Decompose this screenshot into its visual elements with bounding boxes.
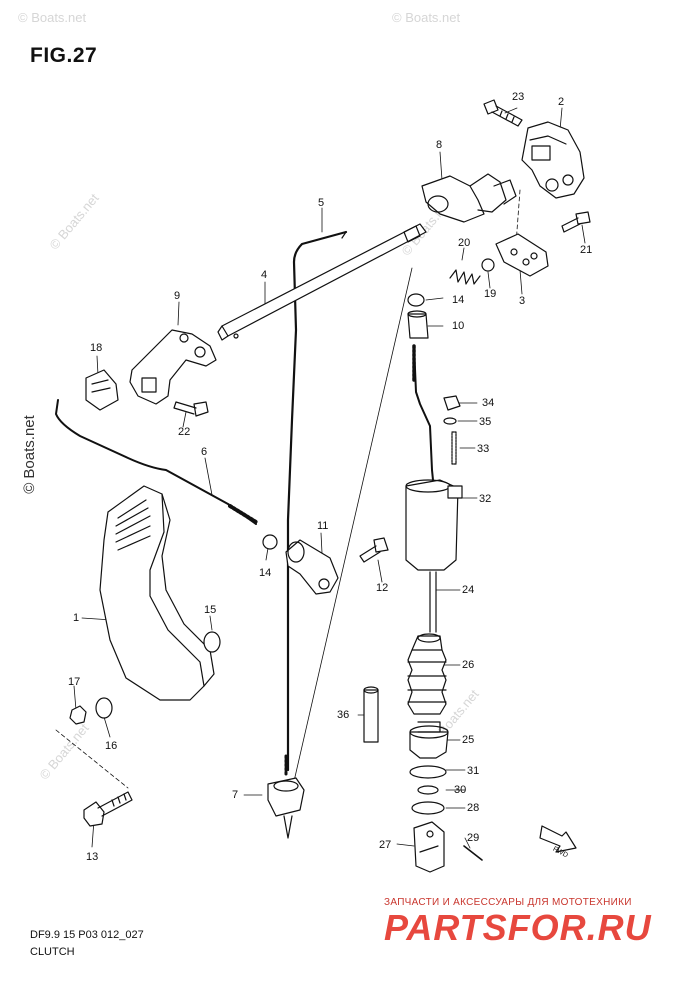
bolt-part-13: [83, 791, 133, 827]
washer-part-14: [262, 534, 278, 550]
callout-17: 17: [68, 676, 81, 688]
callout-3: 3: [519, 295, 526, 307]
screw-part-21: [561, 211, 591, 233]
callout-23: 23: [512, 91, 525, 103]
bracket-part-27: [413, 821, 445, 873]
callout-30: 30: [454, 784, 467, 796]
callout-16: 16: [105, 740, 118, 752]
callout-33: 33: [477, 443, 490, 455]
washer-part-16: [95, 697, 113, 719]
washer-part-28: [411, 801, 445, 815]
callout-1: 1: [73, 612, 80, 624]
bolt-part-22: [173, 401, 209, 417]
watermark: © Boats.net: [392, 10, 461, 25]
callout-36: 36: [337, 709, 350, 721]
callout-25: 25: [462, 734, 475, 746]
bolt-part-12: [359, 537, 389, 563]
plate-part-3: [495, 233, 549, 277]
rod-part-5: [286, 230, 348, 772]
pin-part-29: [463, 845, 483, 861]
holder-part-8: [421, 173, 517, 223]
fwd-arrow-icon: [539, 825, 577, 853]
callout-14-top: 14: [452, 294, 465, 306]
callout-8: 8: [436, 139, 443, 151]
stud-part-33: [451, 431, 457, 465]
shaft-part-4: [217, 223, 427, 341]
callout-13: 13: [86, 851, 99, 863]
sleeve-part-32: [405, 479, 463, 571]
handle-part-1: [99, 485, 215, 701]
washer-part-15: [203, 631, 221, 653]
clip-part-18: [85, 369, 119, 411]
ring-part-31: [409, 765, 447, 779]
callout-22: 22: [178, 426, 191, 438]
rod-to-part-24: [412, 344, 435, 491]
fitting-part-25: [409, 721, 449, 759]
callout-27: 27: [379, 839, 392, 851]
callout-20: 20: [458, 237, 471, 249]
cam-part-11: [285, 539, 339, 595]
shop-tagline: ЗАПЧАСТИ И АКСЕССУАРЫ ДЛЯ МОТОТЕХНИКИ: [384, 897, 632, 908]
callout-21: 21: [580, 244, 593, 256]
ball-part-19: [481, 258, 495, 272]
figure-title: FIG.27: [30, 44, 98, 67]
rod-part-6: [55, 399, 258, 525]
figure-code: DF9.9 15 P03 012_027: [30, 929, 144, 941]
callout-28: 28: [467, 802, 480, 814]
watermark: © Boats.net: [18, 10, 87, 25]
bracket-part-2: [521, 121, 585, 199]
callout-2: 2: [558, 96, 565, 108]
callout-7: 7: [232, 789, 239, 801]
callout-11: 11: [317, 520, 329, 532]
tube-part-36: [363, 686, 379, 743]
nut-part-34: [443, 395, 461, 411]
callout-29: 29: [467, 832, 480, 844]
callout-34: 34: [482, 397, 495, 409]
ring-part-30: [417, 785, 439, 795]
spring-part-20: [449, 269, 481, 285]
callout-35: 35: [479, 416, 492, 428]
callout-9: 9: [174, 290, 181, 302]
nut-part-17: [69, 705, 87, 725]
callout-12: 12: [376, 582, 389, 594]
callout-14-left: 14: [259, 567, 272, 579]
lever-part-9: [129, 329, 217, 405]
rod-part-24: [429, 571, 437, 633]
bolt-part-23: [483, 99, 523, 127]
shop-logo: PARTSFOR.RU: [384, 907, 652, 948]
washer-part-14-top: [407, 293, 425, 307]
callout-4: 4: [261, 269, 268, 281]
callout-24: 24: [462, 584, 475, 596]
callout-19: 19: [484, 288, 497, 300]
callout-6: 6: [201, 446, 208, 458]
callout-15: 15: [204, 604, 217, 616]
bushing-part-10: [407, 310, 429, 339]
callout-5: 5: [318, 197, 325, 209]
figure-name: CLUTCH: [30, 946, 75, 958]
callout-26: 26: [462, 659, 475, 671]
washer-part-35: [443, 417, 457, 425]
callout-32: 32: [479, 493, 492, 505]
callout-10: 10: [452, 320, 465, 332]
grommet-part-7: [267, 754, 305, 839]
leader-lines: [55, 107, 586, 849]
callout-18: 18: [90, 342, 103, 354]
boot-part-26: [407, 633, 447, 715]
callout-31: 31: [467, 765, 480, 777]
